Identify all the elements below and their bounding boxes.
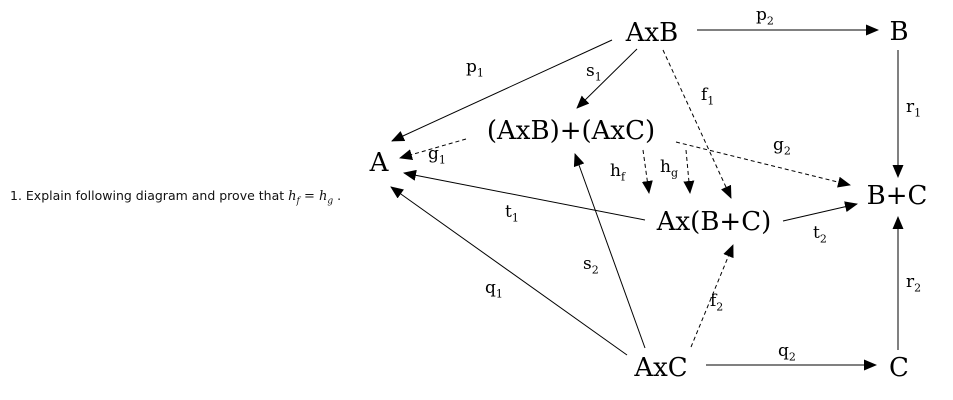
edge-label-s2-base: s xyxy=(583,254,592,274)
edge-label-g1-sub: 1 xyxy=(438,153,446,167)
edge-label-hf: hf xyxy=(610,162,625,183)
edge-hg-arrow xyxy=(683,149,695,194)
edge-label-r1: r1 xyxy=(906,98,921,119)
edge-label-t2: t2 xyxy=(813,224,827,245)
edge-f2-arrow xyxy=(690,244,734,348)
edge-label-t2-sub: 2 xyxy=(819,232,827,246)
math-h-g: hg xyxy=(319,189,334,207)
edge-label-r2-sub: 2 xyxy=(914,281,922,295)
node-A: A xyxy=(369,148,389,178)
math-h-g-sub: g xyxy=(327,196,334,207)
math-h-g-base: h xyxy=(319,189,328,204)
edge-hf-arrow xyxy=(641,149,653,194)
edge-label-q1-base: q xyxy=(485,278,496,298)
edge-label-q2-sub: 2 xyxy=(788,350,796,364)
edge-label-f1: f1 xyxy=(701,86,714,107)
edge-label-r2-base: r xyxy=(906,272,915,292)
node-AxB: AxB xyxy=(625,18,679,48)
edge-label-s1-sub: 1 xyxy=(594,70,602,84)
edge-label-p2: p2 xyxy=(756,6,774,27)
edge-label-p2-sub: 2 xyxy=(766,14,774,28)
problem-statement: 1. Explain following diagram and prove t… xyxy=(10,188,341,207)
node-BplusC: B+C xyxy=(866,181,928,211)
edge-f1-arrow xyxy=(662,49,732,199)
node-AxC: AxC xyxy=(634,353,688,383)
edge-q1-arrow xyxy=(390,186,628,356)
edge-t1-arrow xyxy=(403,169,646,221)
edge-label-r1-sub: 1 xyxy=(914,106,922,120)
edge-label-f1-sub: 1 xyxy=(707,94,715,108)
edge-label-hg: hg xyxy=(660,158,678,179)
edge-label-p2-base: p xyxy=(756,5,767,25)
edge-label-t1-sub: 1 xyxy=(511,211,519,225)
math-h-f-base: h xyxy=(288,189,297,204)
edge-label-s2-sub: 2 xyxy=(591,263,599,277)
node-B: B xyxy=(889,17,909,47)
edge-label-t1: t1 xyxy=(505,203,519,224)
edge-label-hf-base: h xyxy=(610,161,621,181)
edge-label-g1-base: g xyxy=(428,144,439,164)
math-h-f-sub: f xyxy=(296,196,300,207)
problem-text-prefix: 1. Explain following diagram and prove t… xyxy=(10,188,289,203)
node-prod: Ax(B+C) xyxy=(656,207,772,237)
node-C: C xyxy=(889,353,909,383)
math-equals: = xyxy=(299,189,319,204)
edge-p1-arrow xyxy=(391,39,613,142)
edge-label-r2: r2 xyxy=(906,273,921,294)
edge-label-t1-base: t xyxy=(505,202,512,222)
edge-s2-arrow xyxy=(573,153,646,349)
edge-label-g1: g1 xyxy=(428,145,446,166)
edge-label-s2: s2 xyxy=(583,255,599,276)
problem-text-suffix: . xyxy=(333,188,342,203)
edge-label-g2: g2 xyxy=(773,136,791,157)
edge-label-q2: q2 xyxy=(778,342,796,363)
edge-label-t2-base: t xyxy=(813,223,820,243)
edge-label-g2-sub: 2 xyxy=(783,144,791,158)
edge-label-p1: p1 xyxy=(466,58,484,79)
edge-label-f1-base: f xyxy=(701,85,708,105)
edge-label-f2-sub: 2 xyxy=(716,300,724,314)
node-sum: (AxB)+(AxC) xyxy=(486,116,656,146)
edge-s1-arrow xyxy=(576,48,638,109)
edge-g1-arrow xyxy=(399,138,467,160)
edge-label-hg-sub: g xyxy=(670,166,678,180)
edge-label-p1-sub: 1 xyxy=(476,66,484,80)
edge-label-hf-sub: f xyxy=(620,170,626,184)
edge-layer xyxy=(390,24,904,371)
edge-label-r1-base: r xyxy=(906,97,915,117)
edge-label-g2-base: g xyxy=(773,135,784,155)
edge-label-s1-base: s xyxy=(586,61,595,81)
edge-g2-arrow xyxy=(675,141,851,188)
edge-label-q2-base: q xyxy=(778,341,789,361)
edge-label-f2-base: f xyxy=(710,291,717,311)
edge-label-q1-sub: 1 xyxy=(495,287,503,301)
edge-label-q1: q1 xyxy=(485,279,503,300)
edge-label-f2: f2 xyxy=(710,292,723,313)
edge-label-s1: s1 xyxy=(586,62,602,83)
edge-label-hg-base: h xyxy=(660,157,671,177)
edge-label-p1-base: p xyxy=(466,57,477,77)
edge-t2-arrow xyxy=(782,201,858,222)
math-h-f: hf xyxy=(288,189,300,207)
